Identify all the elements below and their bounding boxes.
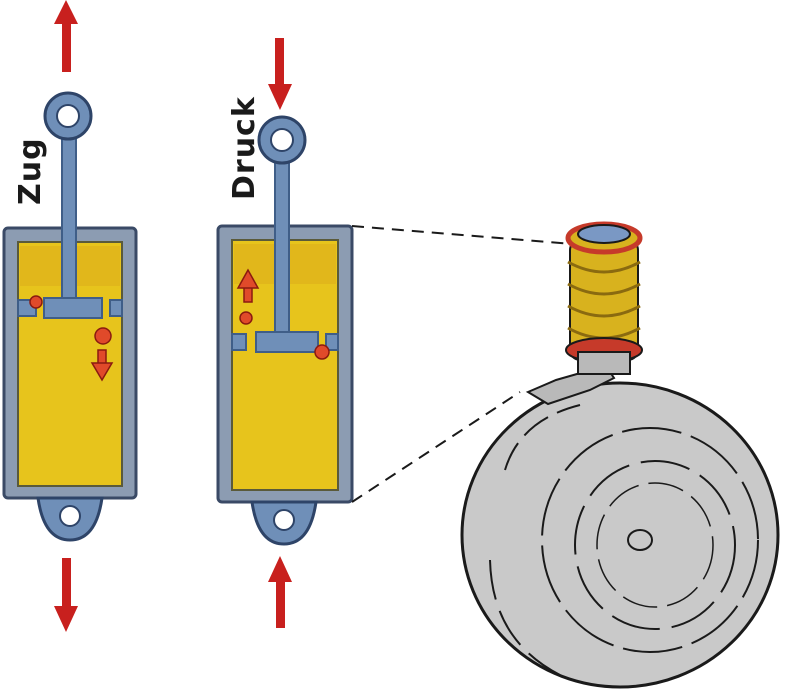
- compression-piston: [231, 331, 339, 353]
- tension-oil-drop: [29, 295, 43, 309]
- tension-top-arrow-icon: [54, 0, 78, 72]
- compression-bottom-arrow-icon: [268, 556, 292, 628]
- compression-damper: Druck: [216, 38, 354, 628]
- wheel-rim: [541, 427, 759, 653]
- tension-damper: Zug: [2, 0, 138, 632]
- tension-oil-drop: [94, 327, 112, 345]
- compression-oil-drop: [239, 311, 253, 325]
- tension-piston-rod: [61, 121, 77, 303]
- wheel: [460, 381, 780, 689]
- tension-flow-arrow-icon: [90, 349, 114, 382]
- tension-label: Zug: [13, 137, 48, 205]
- coil-spring: [565, 221, 643, 375]
- compression-label: Druck: [227, 96, 262, 200]
- wheel-assembly: [460, 221, 780, 689]
- zoom-connector-lines: [351, 225, 573, 503]
- tension-piston: [17, 297, 123, 319]
- wheel-hub: [627, 529, 653, 551]
- tension-bottom-arrow-icon: [54, 558, 78, 632]
- compression-top-arrow-icon: [268, 38, 292, 110]
- compression-flow-arrow-icon: [236, 268, 260, 303]
- compression-oil-drop: [314, 344, 330, 360]
- compression-piston-rod: [274, 149, 290, 343]
